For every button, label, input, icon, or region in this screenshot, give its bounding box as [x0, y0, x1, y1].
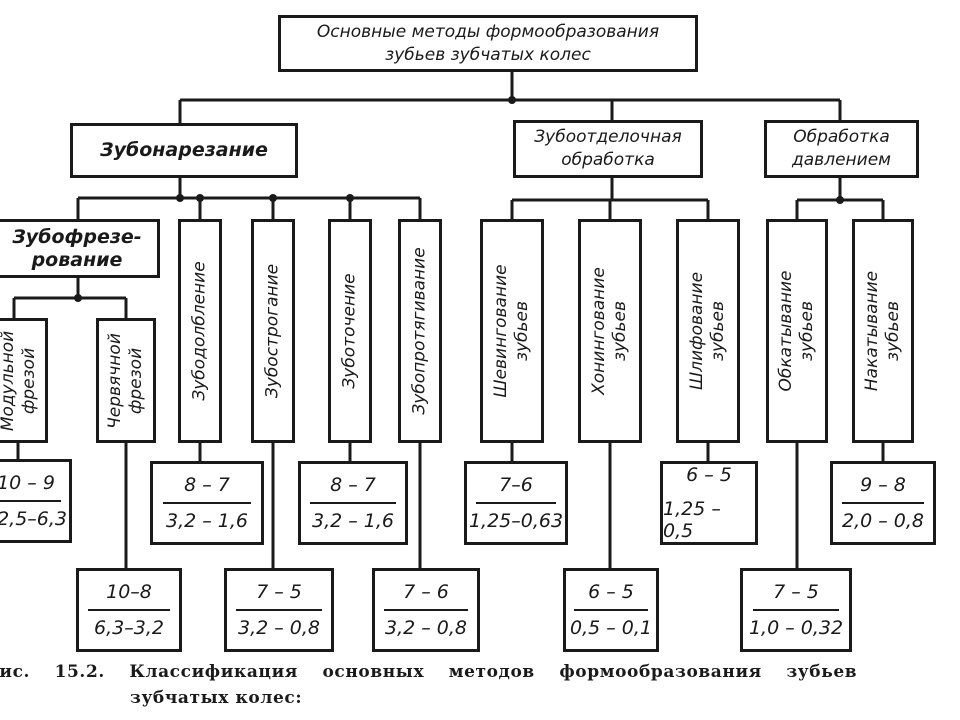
method-grinding-line-1: Шлифование	[687, 271, 707, 391]
fraction-bar	[162, 502, 252, 504]
result-slotting-roughness: 3,2 – 1,6	[165, 510, 248, 532]
result-shaving: 7–6 1,25–0,63	[464, 461, 568, 545]
fraction-bar	[842, 502, 924, 504]
result-planing: 7 – 5 3,2 – 0,8	[224, 568, 334, 652]
result-running-grade: 7 – 5	[773, 581, 819, 603]
root-line-1: Основные методы формообразования	[316, 21, 660, 42]
result-rolling: 9 – 8 2,0 – 0,8	[830, 461, 936, 545]
result-worm-grade: 10–8	[106, 581, 152, 603]
method-modular-line-1: Модульной	[0, 330, 18, 431]
pressure-processing-line-1: Обработка	[793, 127, 890, 147]
result-grinding-roughness: 1,25 – 0,5	[663, 498, 721, 542]
gear-finishing-line-1: Зубоотделочная	[534, 127, 682, 147]
result-modular: 10 – 9 12,5–6,3	[0, 459, 72, 543]
method-turning: Зуботочение	[328, 219, 372, 443]
result-grinding: 6 – 5 1,25 – 0,5	[660, 461, 758, 545]
method-honing-line-1: Хонингование	[589, 267, 609, 395]
method-running-line-2: зубьев	[797, 300, 817, 362]
fraction-bar	[475, 502, 557, 504]
fraction-bar	[574, 609, 648, 611]
result-honing-grade: 6 – 5	[588, 581, 634, 603]
result-slotting-grade: 8 – 7	[184, 474, 230, 496]
method-shaving-line-1: Шевингование	[491, 264, 511, 398]
root-node: Основные методы формообразования зубьев …	[278, 15, 698, 72]
result-broaching: 7 – 6 3,2 – 0,8	[372, 568, 480, 652]
method-planing: Зубострогание	[251, 219, 295, 443]
method-broaching-label: Зубопротягивание	[409, 247, 430, 415]
fraction-bar	[88, 609, 170, 611]
gear-finishing-line-2: обработка	[561, 150, 655, 170]
gear-milling-line-2: рование	[31, 248, 123, 271]
result-worm-roughness: 6,3–3,2	[94, 617, 164, 639]
result-turning-grade: 8 – 7	[330, 474, 376, 496]
method-grinding-line-2: зубьев	[708, 300, 728, 362]
fraction-bar	[310, 502, 396, 504]
result-turning-roughness: 3,2 – 1,6	[311, 510, 394, 532]
method-turning-label: Зуботочение	[339, 273, 360, 389]
result-shaving-roughness: 1,25–0,63	[468, 510, 564, 532]
method-slotting-label: Зубодолбление	[189, 261, 210, 401]
result-rolling-grade: 9 – 8	[860, 474, 906, 496]
pressure-processing-line-2: давлением	[792, 150, 891, 170]
result-running-in: 7 – 5 1,0 – 0,32	[740, 568, 852, 652]
figure-caption-line-2: зубчатых колес:	[130, 688, 303, 708]
result-grinding-grade: 6 – 5	[686, 464, 732, 486]
result-honing-roughness: 0,5 – 0,1	[569, 617, 652, 639]
gear-milling-node: Зубофрезе- рование	[0, 219, 160, 278]
result-turning: 8 – 7 3,2 – 1,6	[298, 461, 408, 545]
result-modular-roughness: 12,5–6,3	[0, 508, 68, 530]
result-honing: 6 – 5 0,5 – 0,1	[563, 568, 659, 652]
figure-caption-line-1: Рис. 15.2. Классификация основных методо…	[0, 662, 858, 682]
result-worm: 10–8 6,3–3,2	[76, 568, 182, 652]
result-running-roughness: 1,0 – 0,32	[748, 617, 844, 639]
gear-cutting-label: Зубонарезание	[100, 139, 268, 161]
result-rolling-roughness: 2,0 – 0,8	[841, 510, 924, 532]
result-slotting: 8 – 7 3,2 – 1,6	[150, 461, 264, 545]
result-modular-grade: 10 – 9	[0, 472, 55, 494]
result-broaching-grade: 7 – 6	[403, 581, 449, 603]
result-planing-roughness: 3,2 – 0,8	[237, 617, 320, 639]
method-rolling-line-2: зубьев	[883, 300, 903, 362]
pressure-processing-node: Обработка давлением	[764, 120, 919, 178]
result-shaving-grade: 7–6	[499, 474, 533, 496]
method-planing-label: Зубострогание	[262, 263, 283, 399]
fraction-bar	[236, 609, 322, 611]
result-planing-grade: 7 – 5	[256, 581, 302, 603]
method-honing-line-2: зубьев	[610, 300, 630, 362]
method-worm-line-1: Червячной	[105, 332, 125, 429]
root-line-2: зубьев зубчатых колес	[385, 44, 591, 65]
method-worm-line-2: фрезой	[126, 347, 146, 414]
fraction-bar	[384, 609, 468, 611]
gear-finishing-node: Зубоотделочная обработка	[513, 120, 703, 178]
gear-cutting-node: Зубонарезание	[70, 123, 298, 178]
gear-milling-line-1: Зубофрезе-	[12, 225, 142, 248]
method-rolling-line-1: Накатывание	[862, 270, 882, 392]
fraction-bar	[752, 609, 840, 611]
method-modular-line-2: фрезой	[19, 347, 39, 414]
method-running-line-1: Обкатывание	[776, 270, 796, 392]
fraction-bar	[0, 500, 62, 502]
method-broaching: Зубопротягивание	[398, 219, 442, 443]
method-slotting: Зубодолбление	[178, 219, 222, 443]
result-broaching-roughness: 3,2 – 0,8	[384, 617, 467, 639]
method-shaving-line-2: зубьев	[512, 300, 532, 362]
